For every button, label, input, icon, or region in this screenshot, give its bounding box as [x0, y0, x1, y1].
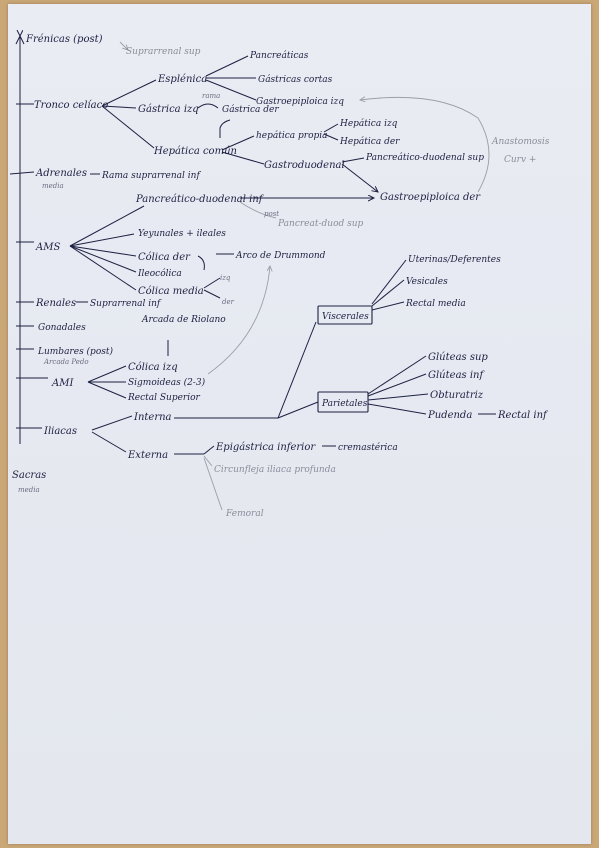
label-hepatica-izq: Hepática izq — [339, 118, 398, 129]
label-pancreaticas: Pancreáticas — [249, 50, 309, 61]
label-obturatriz: Obturatriz — [430, 390, 484, 401]
label-femoral: Femoral — [225, 509, 264, 519]
common-hepatic-branches — [221, 135, 265, 165]
label-sigmoideas: Sigmoideas (2-3) — [128, 377, 206, 388]
visceral-branches — [371, 259, 407, 311]
label-gastrica-der: Gástrica der — [222, 104, 279, 115]
label-sacras: Sacras — [12, 470, 46, 481]
label-pancreatico-duodenal-inf: Pancreático-duodenal inf — [135, 194, 265, 205]
label-parietales: Parietales — [321, 399, 368, 409]
aorta-trunk — [15, 36, 25, 444]
label-gluteas-inf: Glúteas inf — [428, 370, 485, 381]
label-arco-drummond: Arco de Drummond — [235, 251, 326, 261]
label-post: post — [264, 210, 279, 218]
label-ams: AMS — [35, 242, 60, 253]
label-rectal-superior: Rectal Superior — [127, 393, 201, 403]
label-anastomosis: Anastomosis — [491, 137, 550, 147]
label-hepatica-der: Hepática der — [339, 136, 400, 147]
label-adrenales: Adrenales — [35, 168, 87, 179]
label-gastricas-cortas: Gástricas cortas — [258, 74, 333, 85]
box-viscerales — [317, 305, 373, 325]
label-rama-suprarrenal-inf: Rama suprarrenal inf — [101, 171, 201, 181]
paper-sheet: Frénicas (post) Suprarrenal sup Tronco c… — [8, 4, 591, 844]
label-epigastrica-inferior: Epigástrica inferior — [215, 442, 316, 453]
label-sacras-sub: media — [18, 486, 40, 494]
label-colica-media: Cólica media — [138, 286, 204, 297]
label-rectal-media: Rectal media — [405, 299, 466, 309]
label-hepatica-propia: hepática propia — [256, 130, 328, 141]
label-ami: AMI — [51, 378, 74, 389]
label-suprarrenal-inf: Suprarrenal inf — [90, 299, 162, 309]
label-yeyunales-ileales: Yeyunales + ileales — [138, 229, 226, 239]
label-iliacas: Iliacas — [43, 426, 77, 437]
label-esplenica: Esplénica — [157, 74, 207, 85]
label-rectal-inf: Rectal inf — [497, 410, 549, 421]
label-suprarrenal-sup: Suprarrenal sup — [126, 47, 201, 57]
label-adrenales-sub: media — [42, 182, 64, 190]
label-externa: Externa — [127, 450, 168, 461]
label-lumbares: Lumbares (post) — [37, 346, 113, 357]
splenic-branches — [205, 55, 257, 101]
box-parietales — [317, 391, 369, 413]
label-pancreat-duod-sup2: Pancreat-duod sup — [277, 219, 364, 229]
label-lumbares-sub: Arcada Pedo — [43, 358, 89, 366]
label-hepatica-comun: Hepática común — [153, 146, 237, 157]
label-pudenda: Pudenda — [427, 410, 472, 421]
label-pancreatico-duodenal-sup: Pancreático-duodenal sup — [365, 152, 484, 163]
label-renales: Renales — [35, 298, 76, 309]
label-interna: Interna — [133, 412, 172, 423]
label-der: der — [222, 298, 235, 306]
label-vesicales: Vesicales — [406, 277, 448, 287]
label-colica-izq: Cólica izq — [128, 362, 178, 373]
label-viscerales: Viscerales — [322, 312, 369, 322]
label-ileocolica: Ileocólica — [137, 268, 182, 279]
label-gastroepiploica-izq: Gastroepiploica izq — [256, 97, 344, 107]
label-arcada-riolano: Arcada de Riolano — [141, 315, 226, 325]
label-circunfleja-iliaca: Circunfleja iliaca profunda — [214, 465, 336, 475]
celiac-branches — [101, 79, 157, 149]
label-colica-der: Cólica der — [138, 252, 191, 263]
label-frenicas: Frénicas (post) — [25, 34, 103, 45]
sma-branches — [69, 205, 145, 291]
label-gastroepiploica-der: Gastroepiploica der — [380, 192, 481, 203]
label-gastrica-note: rama — [202, 92, 220, 100]
label-gluteas-sup: Glúteas sup — [428, 352, 488, 363]
label-uterinas-deferentes: Uterinas/Deferentes — [408, 255, 501, 265]
ima-branches — [87, 365, 127, 399]
label-curv: Curv + — [504, 155, 536, 165]
arterial-tree-diagram: Frénicas (post) Suprarrenal sup Tronco c… — [9, 4, 550, 519]
label-cremasterica: cremastérica — [338, 442, 398, 453]
label-gastroduodenal: Gastroduodenal — [264, 160, 345, 171]
parietal-branches — [367, 355, 429, 415]
aorta-branch-ticks — [9, 103, 48, 429]
label-izq: izq — [220, 274, 231, 282]
label-gonadales: Gonadales — [38, 323, 86, 333]
label-gastrica-izq: Gástrica izq — [138, 104, 199, 115]
label-tronco-celiaco: Tronco celíaco — [34, 100, 108, 111]
